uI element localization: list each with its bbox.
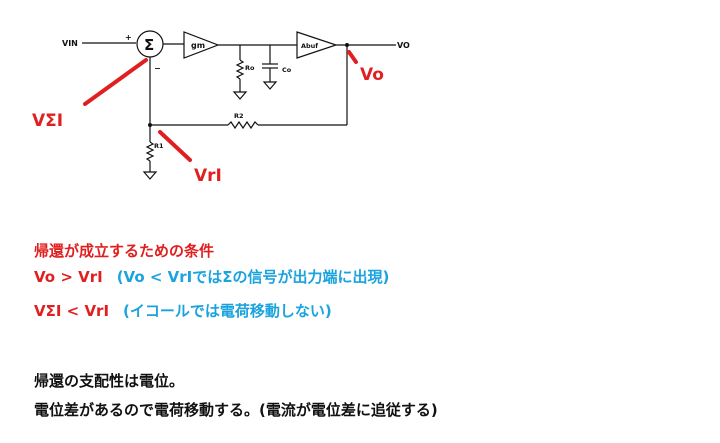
condition-vo-vr-note: (Vo < VrIではΣの信号が出力端に出現) <box>116 268 390 286</box>
vo-label: VO <box>397 41 410 50</box>
abuf-label: Abuf <box>301 42 318 50</box>
gm-amplifier <box>183 31 220 59</box>
co-label: Co <box>282 66 292 74</box>
gm-label: gm <box>191 41 205 50</box>
vr-pointer <box>158 130 192 162</box>
r2-label: R2 <box>234 112 244 120</box>
r1-resistor <box>145 141 155 162</box>
vsigma-annotation: VΣI <box>32 111 63 131</box>
r1-ground <box>142 171 158 180</box>
r2-resistor <box>227 120 259 130</box>
vin-label: VIN <box>62 39 78 48</box>
ro-ground <box>232 91 248 100</box>
vo-annotation: Vo <box>360 65 384 85</box>
condition-vo-vr-main: Vo > VrI <box>34 268 103 286</box>
abuf-amplifier <box>296 31 338 59</box>
vo-pointer <box>347 50 358 64</box>
condition-vsigma-vr: VΣI < VrI (イコールでは電荷移動しない) <box>34 300 332 321</box>
potential-dominance-text: 帰還の支配性は電位。 <box>34 372 185 390</box>
vsigma-pointer <box>83 58 148 106</box>
plus-sign: + <box>125 33 132 42</box>
minus-sign: − <box>154 64 161 73</box>
co-ground <box>262 81 278 90</box>
circuit-diagram: VIN + Σ − gm Ro Co Abuf VO R2 R1 VΣI VrI… <box>32 30 410 186</box>
condition-vsigma-vr-note: (イコールでは電荷移動しない) <box>123 302 332 320</box>
condition-vsigma-vr-main: VΣI < VrI <box>34 302 110 320</box>
vr-annotation: VrI <box>194 166 222 186</box>
r1-label: R1 <box>154 142 164 150</box>
feedback-condition-heading: 帰還が成立するための条件 <box>34 242 215 260</box>
ro-resistor <box>235 59 245 80</box>
ro-label: Ro <box>245 64 255 72</box>
charge-transfer-text: 電位差があるので電荷移動する。(電流が電位差に追従する) <box>34 401 438 419</box>
condition-vo-vr: Vo > VrI (Vo < VrIではΣの信号が出力端に出現) <box>34 266 389 287</box>
sigma-symbol: Σ <box>144 36 154 54</box>
